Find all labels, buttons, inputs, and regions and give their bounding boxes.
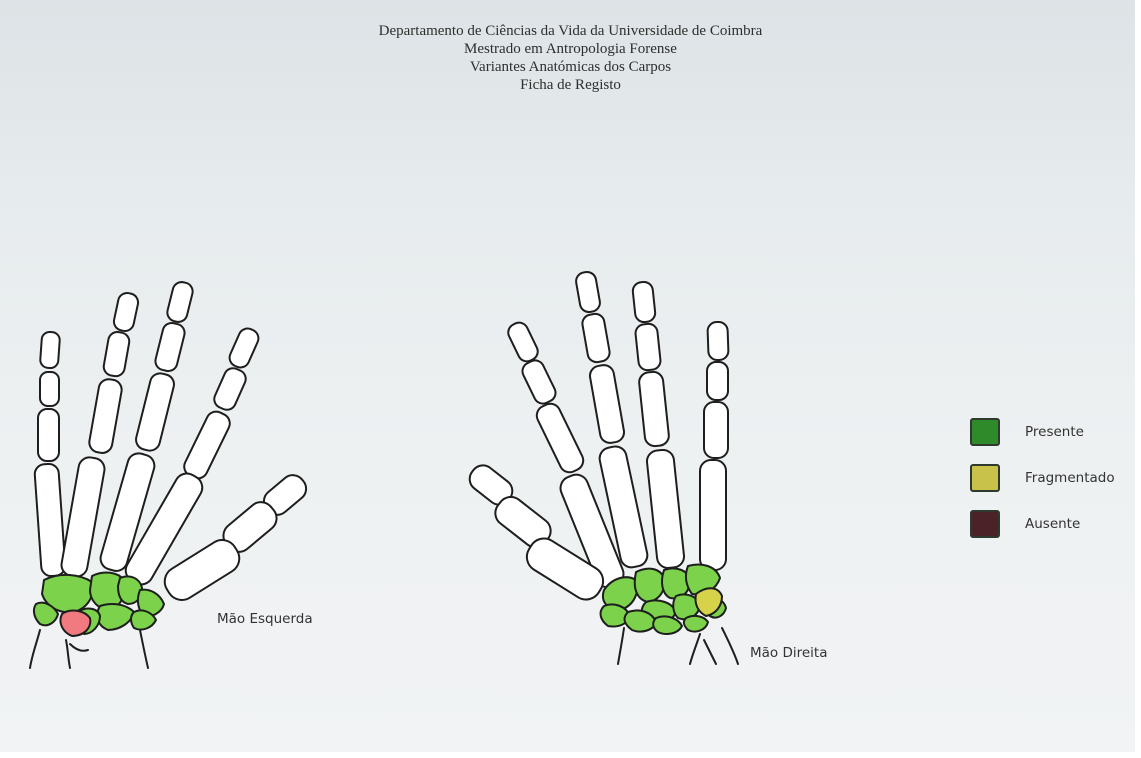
present-swatch (970, 418, 1000, 446)
fragmented-swatch (970, 464, 1000, 492)
left-hand-label: Mão Esquerda (217, 611, 313, 627)
left-hand (30, 280, 311, 668)
right-hand (465, 271, 738, 664)
legend-label-absent: Ausente (1025, 516, 1080, 532)
right-hand-label: Mão Direita (750, 645, 828, 661)
left-carpal-absent (60, 611, 90, 636)
right-forearm (618, 628, 738, 664)
left-little-finger (34, 331, 66, 576)
left-forearm (30, 630, 148, 668)
legend-label-present: Presente (1025, 424, 1084, 440)
legend-label-fragmented: Fragmentado (1025, 470, 1115, 486)
right-little-finger (700, 322, 729, 570)
absent-swatch (970, 510, 1000, 538)
